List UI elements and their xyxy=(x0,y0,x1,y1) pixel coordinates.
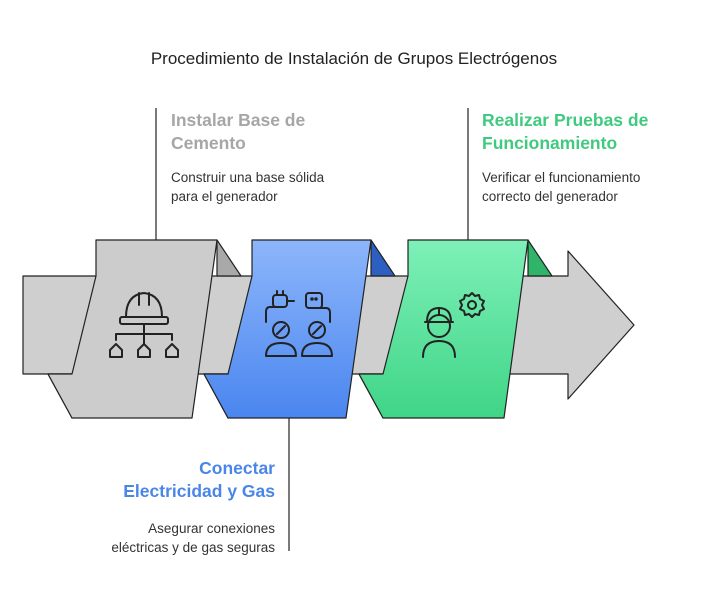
step-3-heading-line2: Funcionamiento xyxy=(482,133,618,153)
step-1-description: Construir una base sólida para el genera… xyxy=(171,168,371,206)
step-2-heading: Conectar Electricidad y Gas xyxy=(60,457,275,503)
step-2-heading-line2: Electricidad y Gas xyxy=(123,481,275,501)
page-title: Procedimiento de Instalación de Grupos E… xyxy=(150,49,558,68)
worker-gear-icon xyxy=(422,292,485,358)
step-2-desc-line1: Asegurar conexiones xyxy=(148,521,275,536)
step-1-panel xyxy=(47,239,218,419)
step-2-desc-line2: eléctricas y de gas seguras xyxy=(111,540,275,555)
step-3-desc-line2: correcto del generador xyxy=(482,189,618,204)
step-3-panel xyxy=(358,239,529,419)
step-2-callout: Conectar Electricidad y Gas Asegurar con… xyxy=(60,457,275,557)
step-3-description: Verificar el funcionamiento correcto del… xyxy=(482,168,692,206)
step-1-desc-line2: para el generador xyxy=(171,189,278,204)
step-2-panel xyxy=(203,239,372,419)
step-3-fold-top xyxy=(527,239,553,277)
hardhat-hierarchy-icon xyxy=(109,292,179,358)
step-1-heading-line2: Cemento xyxy=(171,133,246,153)
step-3-callout: Realizar Pruebas de Funcionamiento Verif… xyxy=(482,109,692,206)
step-1-heading-line1: Instalar Base de xyxy=(171,110,306,130)
step-2-fold-top xyxy=(370,239,396,277)
step-3-desc-line1: Verificar el funcionamiento xyxy=(482,170,641,185)
step-1-heading: Instalar Base de Cemento xyxy=(171,109,371,155)
step-1-fold-top xyxy=(216,239,242,277)
step-2-heading-line1: Conectar xyxy=(199,458,275,478)
step-2-description: Asegurar conexiones eléctricas y de gas … xyxy=(60,519,275,557)
step-3-heading-line1: Realizar Pruebas de xyxy=(482,110,649,130)
step-3-heading: Realizar Pruebas de Funcionamiento xyxy=(482,109,692,155)
step-1-desc-line1: Construir una base sólida xyxy=(171,170,325,185)
plug-connection-icon xyxy=(265,290,333,357)
step-1-callout: Instalar Base de Cemento Construir una b… xyxy=(171,109,371,206)
